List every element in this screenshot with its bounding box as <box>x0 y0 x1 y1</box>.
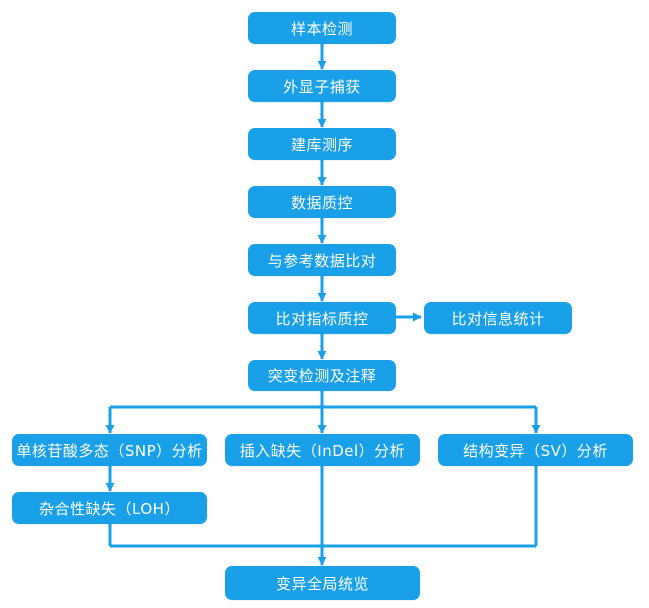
node-alignment-stats: 比对信息统计 <box>424 302 572 334</box>
node-loh: 杂合性缺失（LOH） <box>12 492 207 524</box>
node-snp-analysis: 单核苷酸多态（SNP）分析 <box>12 434 207 466</box>
node-library-sequencing: 建库测序 <box>248 128 396 160</box>
node-reference-alignment: 与参考数据比对 <box>248 244 396 276</box>
node-sv-analysis: 结构变异（SV）分析 <box>438 434 633 466</box>
node-exome-capture: 外显子捕获 <box>248 70 396 102</box>
node-alignment-qc: 比对指标质控 <box>248 302 396 334</box>
node-data-qc: 数据质控 <box>248 186 396 218</box>
node-sample-detection: 样本检测 <box>248 12 396 44</box>
node-variant-overview: 变异全局统览 <box>225 566 420 600</box>
node-indel-analysis: 插入缺失（InDel）分析 <box>225 434 420 466</box>
node-variant-calling: 突变检测及注释 <box>248 360 396 391</box>
